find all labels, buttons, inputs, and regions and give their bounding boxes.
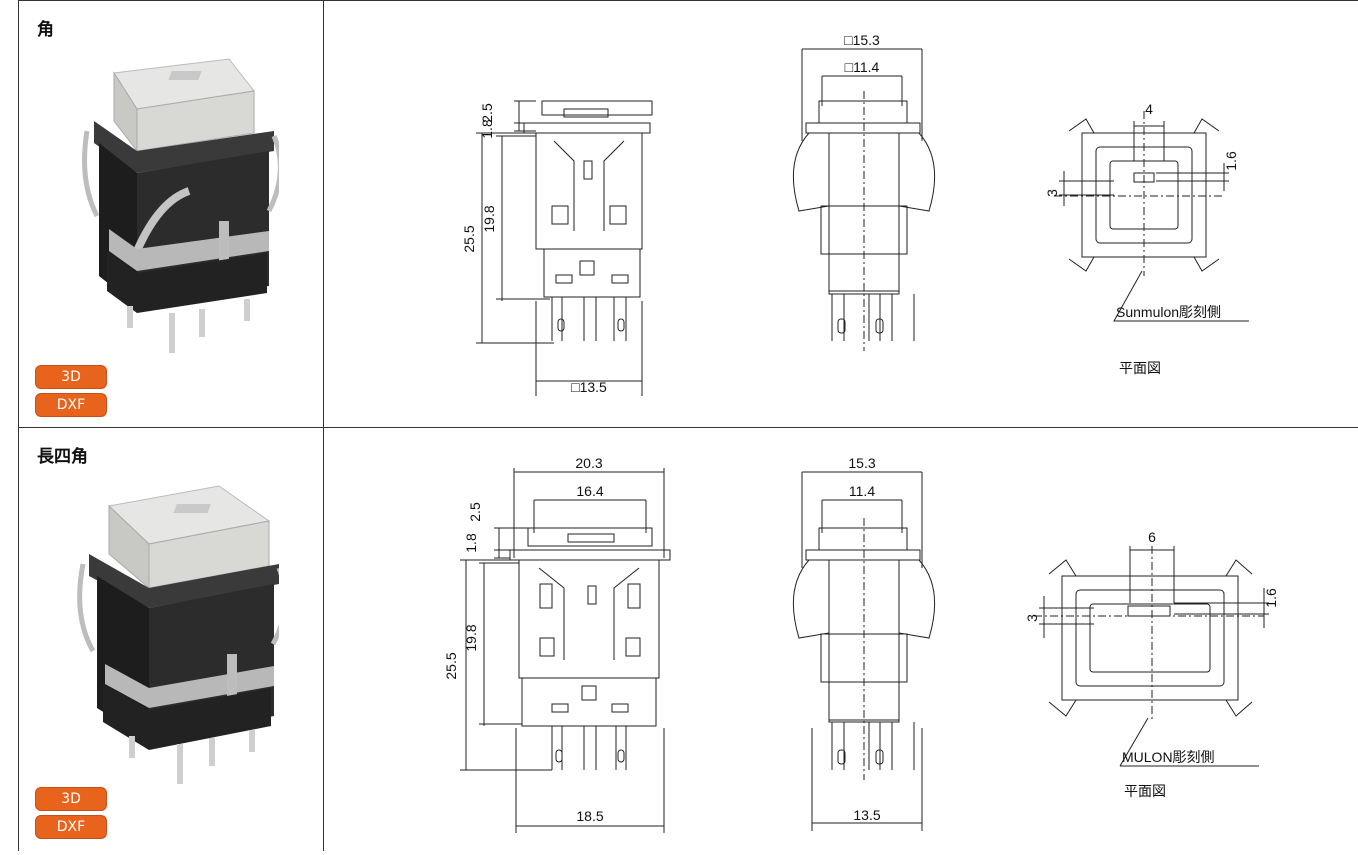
dimension-drawing: 2.5 1.8 19.8 25.5 □13.5 □15.3 □11.4 4 1.… xyxy=(461,32,1249,396)
download-dxf-button[interactable]: DXF xyxy=(36,816,106,838)
dim-label: 11.4 xyxy=(849,483,875,499)
engraving-label: Sunmulon彫刻側 xyxy=(1116,304,1221,320)
dim-label: 1.6 xyxy=(1263,588,1279,608)
dim-label: 6 xyxy=(1148,529,1156,545)
engraving-label: MULON彫刻側 xyxy=(1122,749,1215,765)
dimension-drawing: 20.3 16.4 2.5 1.8 19.8 25.5 18.5 15.3 11… xyxy=(443,455,1279,833)
dim-label: □15.3 xyxy=(844,32,880,48)
dim-label: 25.5 xyxy=(443,652,459,679)
dim-label: 25.5 xyxy=(461,225,477,252)
dim-label: 1.6 xyxy=(1223,151,1239,171)
dim-label: □13.5 xyxy=(571,379,607,395)
dim-label: □11.4 xyxy=(845,59,880,75)
dim-label: 19.8 xyxy=(463,624,479,651)
row-title: 長四角 xyxy=(37,447,88,467)
dim-label: 19.8 xyxy=(481,205,497,232)
product-row-rectangular: 長四角 3D DXF xyxy=(18,428,1358,851)
dim-label: 13.5 xyxy=(853,807,880,823)
download-3d-button[interactable]: 3D xyxy=(36,788,106,810)
drawing-cell: 20.3 16.4 2.5 1.8 19.8 25.5 18.5 15.3 11… xyxy=(324,428,1358,851)
download-dxf-button[interactable]: DXF xyxy=(36,394,106,416)
dim-label: 1.8 xyxy=(463,533,479,553)
download-3d-button[interactable]: 3D xyxy=(36,366,106,388)
dim-label: 3 xyxy=(1024,614,1040,622)
row-title: 角 xyxy=(37,20,54,40)
dim-label: 16.4 xyxy=(576,483,603,499)
product-image-cell: 角 3D DXF xyxy=(18,1,324,427)
dim-label: 20.3 xyxy=(575,455,602,471)
product-row-square: 角 3D DXF xyxy=(18,0,1358,428)
plan-caption: 平面図 xyxy=(1124,783,1166,799)
plan-caption: 平面図 xyxy=(1119,360,1161,376)
product-image-cell: 長四角 3D DXF xyxy=(18,428,324,851)
dim-label: 18.5 xyxy=(576,808,603,824)
dim-label: 4 xyxy=(1145,101,1153,117)
dim-label: 1.8 xyxy=(479,119,495,139)
switch-photo xyxy=(82,58,279,353)
dim-label: 15.3 xyxy=(848,455,875,471)
drawing-cell: 2.5 1.8 19.8 25.5 □13.5 □15.3 □11.4 4 1.… xyxy=(324,1,1358,427)
dim-label: 2.5 xyxy=(479,103,495,123)
switch-photo xyxy=(77,485,279,784)
dim-label: 3 xyxy=(1044,189,1060,197)
dim-label: 2.5 xyxy=(467,502,483,522)
